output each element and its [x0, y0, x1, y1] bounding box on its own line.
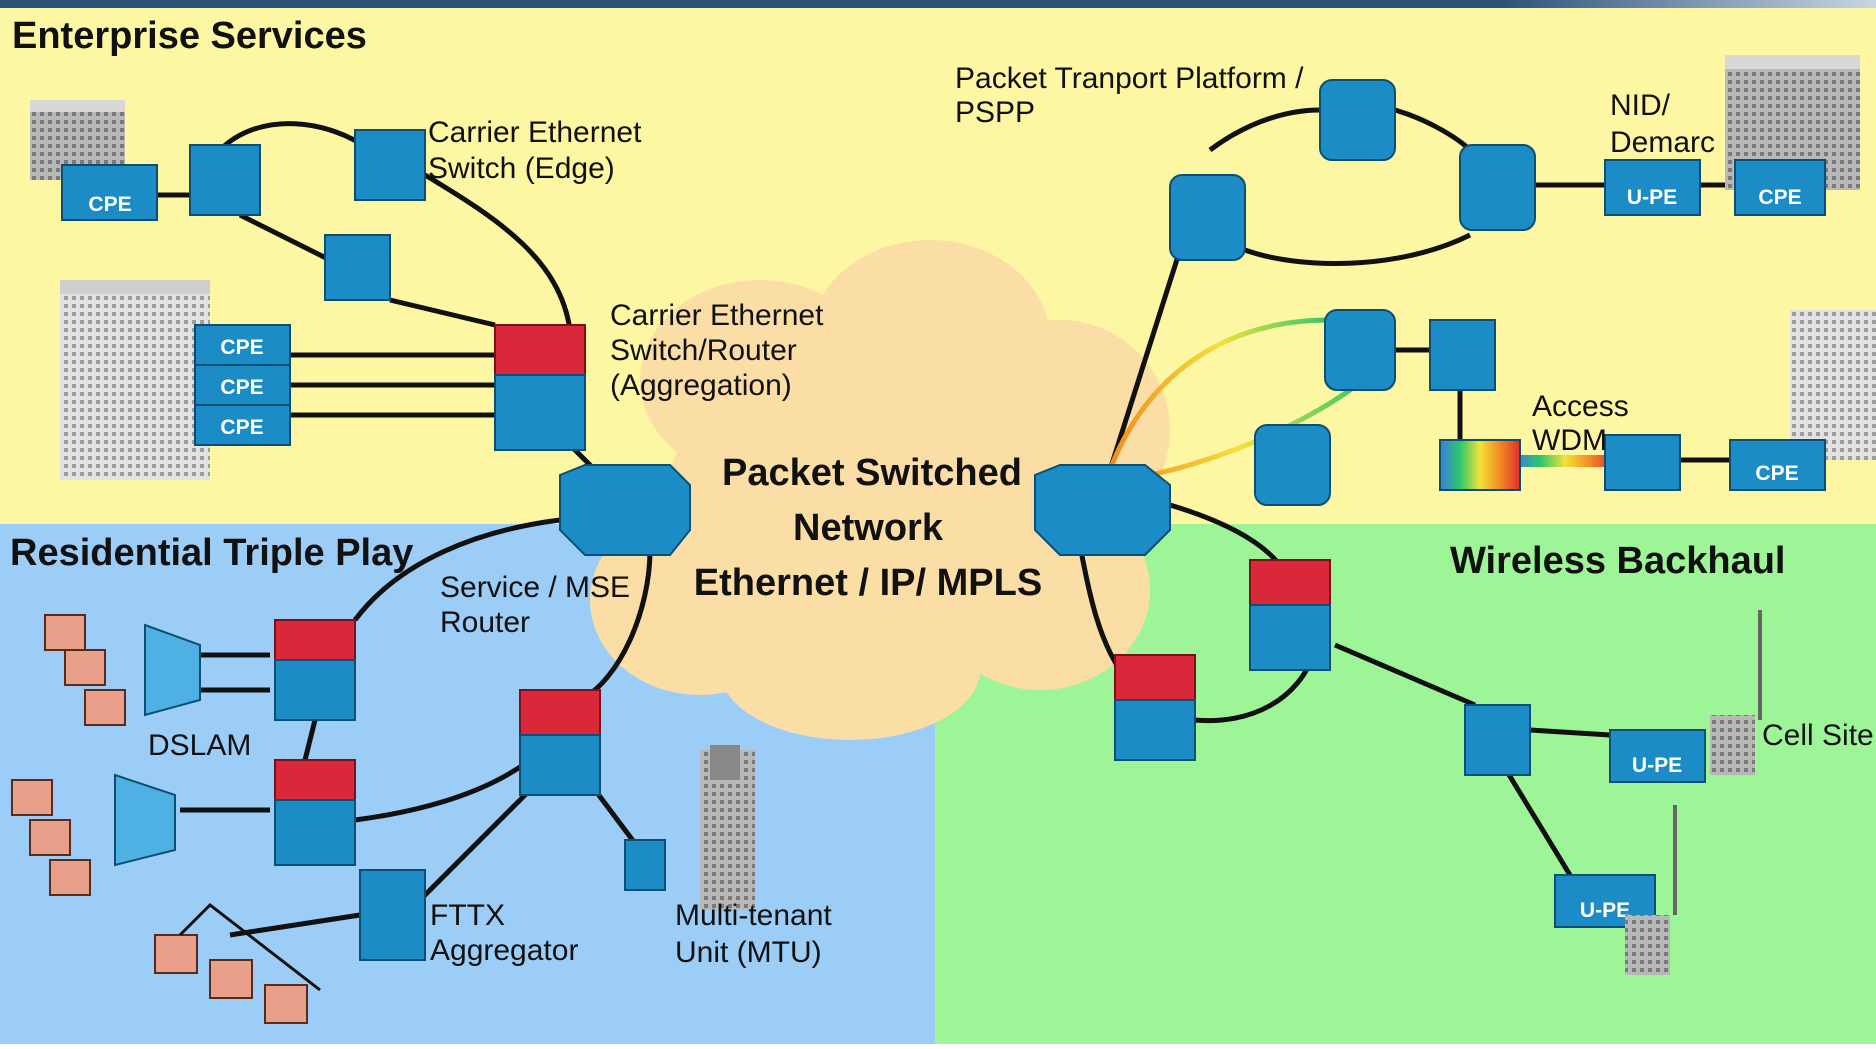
switch-icon	[354, 129, 426, 201]
house-icon	[44, 614, 86, 651]
cpe-device: CPE	[61, 164, 158, 221]
wdm-fiber	[1515, 455, 1615, 467]
dslam-label: DSLAM	[148, 729, 251, 762]
nid-label-1: NID/	[1610, 89, 1671, 122]
access-label-1: Access	[1532, 390, 1629, 423]
mse-label-1: Service / MSE	[440, 571, 630, 604]
switch-icon	[1429, 319, 1496, 391]
fttx-aggregator-icon	[359, 869, 426, 961]
nid-label-2: Demarc	[1610, 126, 1715, 159]
wireless-aggregation-switch	[1114, 654, 1196, 761]
cpe-label: CPE	[1758, 186, 1801, 209]
cell-site-label: Cell Site	[1762, 719, 1874, 752]
cpe-device: CPE	[194, 404, 291, 446]
ce-edge-label-1: Carrier Ethernet	[428, 116, 642, 149]
house-icon	[264, 984, 308, 1024]
dslam-switch	[274, 619, 356, 721]
cpe-device: CPE	[1729, 439, 1826, 491]
cell-shelter-icon	[1710, 715, 1755, 775]
house-icon	[84, 689, 126, 726]
router-icon	[1169, 174, 1246, 261]
ptp-label-1: Packet Tranport Platform /	[955, 62, 1304, 95]
router-icon	[1324, 309, 1396, 391]
core-title-line3: Ethernet / IP/ MPLS	[694, 562, 1042, 604]
cell-tower-icons	[1673, 610, 1762, 915]
house-icon	[64, 649, 106, 686]
wdm-unit	[1439, 439, 1521, 491]
mtu-label-1: Multi-tenant	[675, 899, 832, 932]
router-icons	[1169, 79, 1536, 506]
cpe-label: CPE	[220, 416, 263, 439]
ce-agg-label-2: Switch/Router	[610, 334, 797, 367]
fttx-label-2: Aggregator	[430, 934, 578, 967]
cpe-device: CPE	[194, 324, 291, 366]
router-icon	[1319, 79, 1396, 161]
mse-router	[559, 464, 691, 556]
ptp-label-2: PSPP	[955, 96, 1035, 129]
upe-device: U-PE	[1554, 874, 1656, 928]
ce-agg-label-1: Carrier Ethernet	[610, 299, 824, 332]
enterprise-header: Enterprise Services	[12, 15, 367, 57]
cpe-label: CPE	[1755, 462, 1798, 485]
core-title-line1: Packet Switched	[722, 452, 1022, 494]
cpe-label: CPE	[88, 193, 131, 216]
cpe-device: CPE	[1734, 159, 1826, 216]
access-label-2: WDM	[1532, 424, 1607, 457]
upe-label: U-PE	[1580, 899, 1630, 922]
dslam-switch	[274, 759, 356, 866]
network-links	[140, 107, 1735, 938]
mtu-label-2: Unit (MTU)	[675, 936, 822, 969]
ce-agg-label-3: (Aggregation)	[610, 369, 792, 402]
upe-device: U-PE	[1604, 159, 1701, 216]
wireless-header: Wireless Backhaul	[1450, 540, 1786, 582]
header-bar	[0, 0, 1876, 8]
ce-edge-label-2: Switch (Edge)	[428, 152, 615, 185]
mtu-building-icon	[700, 745, 755, 910]
switch-icon	[324, 234, 391, 301]
dslam-icons	[114, 623, 201, 867]
building-icon	[60, 280, 210, 480]
dslam-icon	[144, 623, 201, 717]
cell-shelter-icon	[1625, 915, 1670, 975]
cpe-label: CPE	[220, 376, 263, 399]
house-icon	[29, 819, 71, 856]
wdm-unit	[1604, 434, 1681, 491]
aggregation-switch	[494, 324, 586, 451]
building-icon	[1790, 310, 1876, 460]
house-icon	[11, 779, 53, 816]
mse-router	[1034, 464, 1171, 556]
house-icon	[209, 959, 253, 999]
mtu-switch	[519, 689, 601, 796]
house-icons	[11, 614, 308, 1024]
upe-device: U-PE	[1609, 729, 1706, 783]
wireless-aggregation-switch	[1249, 559, 1331, 671]
switch-icon	[1464, 704, 1531, 776]
cpe-label: CPE	[220, 336, 263, 359]
mse-label-2: Router	[440, 606, 530, 639]
house-icon	[49, 859, 91, 896]
switch-icon	[189, 144, 261, 216]
residential-header: Residential Triple Play	[10, 532, 413, 574]
cpe-device: CPE	[194, 364, 291, 406]
upe-label: U-PE	[1627, 186, 1677, 209]
router-icon	[1459, 144, 1536, 231]
switch-icon	[624, 839, 666, 891]
router-icon	[1254, 424, 1331, 506]
core-title-line2: Network	[793, 507, 944, 549]
upe-label: U-PE	[1632, 754, 1682, 777]
house-icon	[154, 934, 198, 974]
switch-icons	[189, 129, 1531, 891]
fttx-drop-lines	[178, 903, 321, 992]
dslam-icon	[114, 773, 176, 867]
fttx-label-1: FTTX	[430, 899, 505, 932]
wdm-link-upper	[1107, 317, 1331, 471]
